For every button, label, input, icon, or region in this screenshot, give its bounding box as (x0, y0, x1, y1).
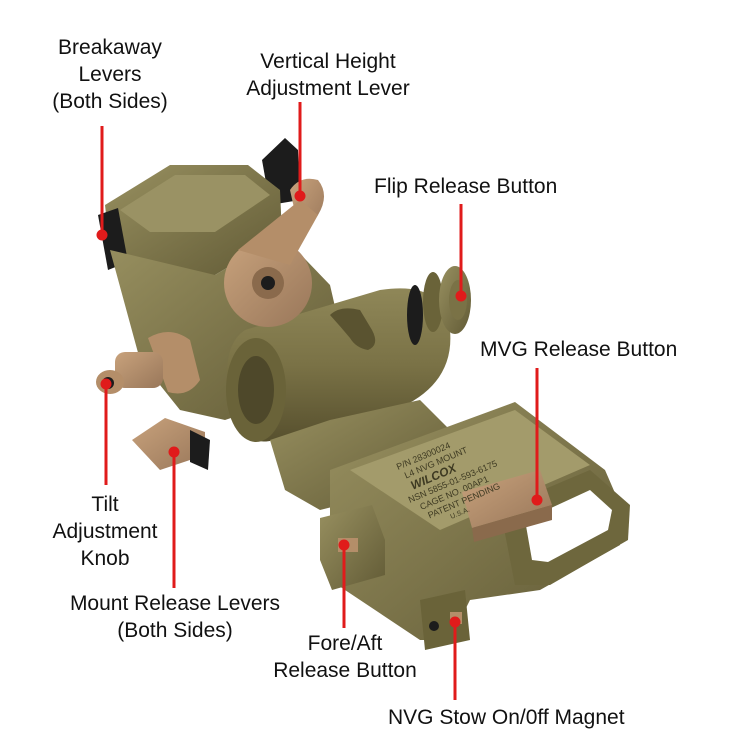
leader-lines (100, 102, 539, 700)
label-vertical-height-lever: Vertical Height Adjustment Lever (246, 50, 410, 100)
label-mount-release-levers: Mount Release Levers (Both Sides) (69, 592, 281, 642)
mvg-release-button (462, 470, 552, 528)
label-tilt-adjustment-knob: Tilt Adjustment Knob (52, 493, 158, 570)
mount-release-lever (132, 418, 205, 470)
vertical-height-lever (224, 178, 324, 327)
mvg-plate (320, 402, 630, 650)
label-fore-aft-release-button: Fore/Aft Release Button (273, 632, 417, 682)
label-nvg-stow-magnet: NVG Stow On/0ff Magnet (388, 706, 625, 729)
label-mvg-release-button: MVG Release Button (480, 338, 678, 361)
leader-dots (96, 190, 543, 628)
mount-illustration: P/N 28300024 L4 NVG MOUNT WILCOX NSN 585… (96, 138, 630, 650)
label-flip-release-button: Flip Release Button (374, 175, 558, 198)
label-breakaway-levers: Breakaway Levers (Both Sides) (52, 36, 168, 113)
